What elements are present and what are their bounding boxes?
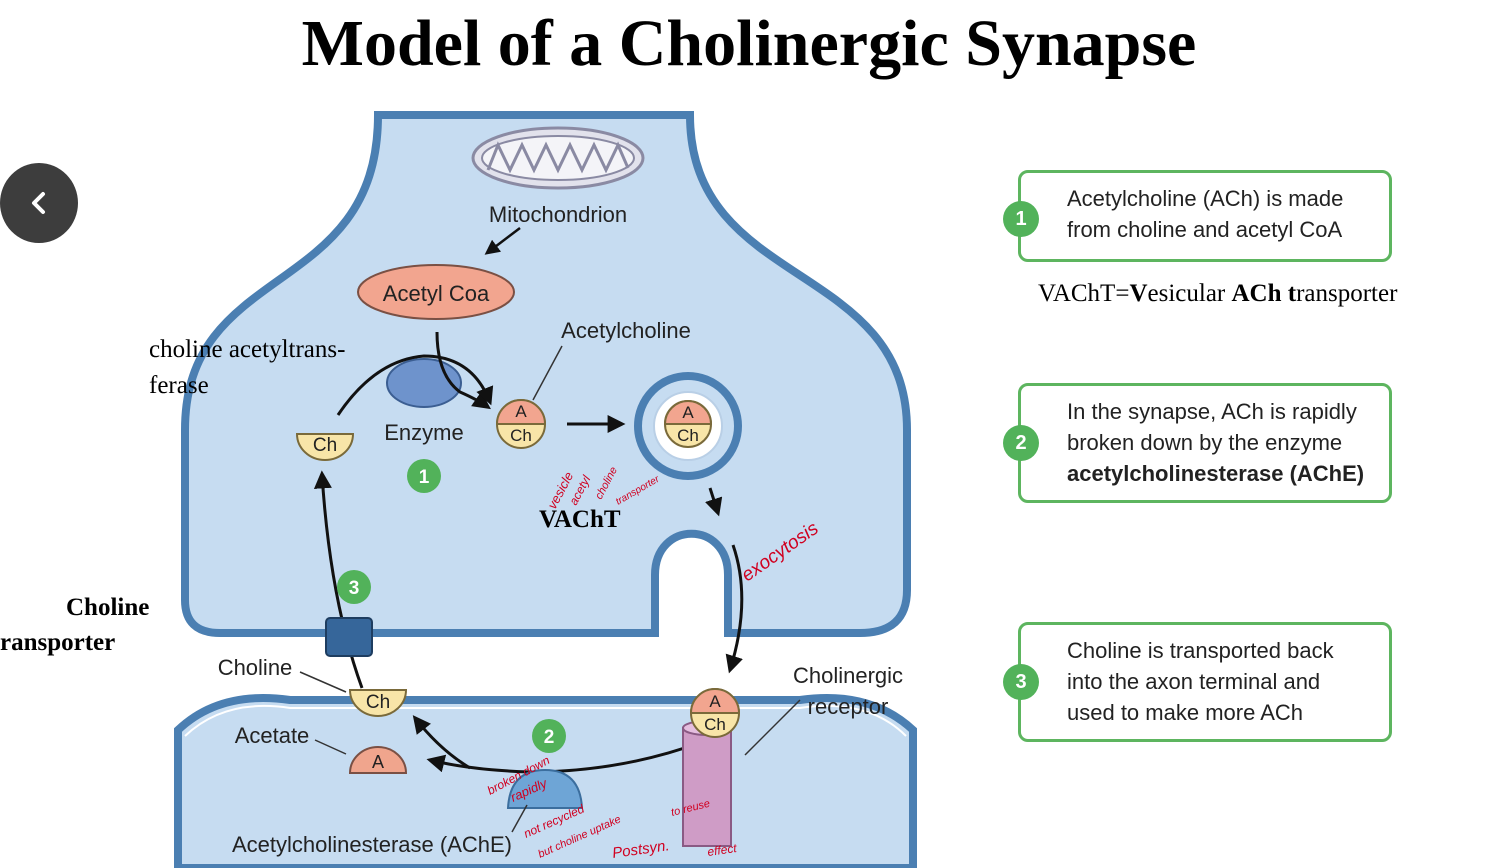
- choline-label: Choline: [218, 655, 293, 680]
- step-2-box: 2 In the synapse, ACh is rapidly broken …: [1003, 383, 1392, 503]
- vesicle-a-label: A: [682, 403, 694, 422]
- synaptic-vesicle: [634, 372, 742, 480]
- cholinergic-receptor: [682, 688, 741, 847]
- chat-label-line1: choline acetyltrans-: [149, 336, 346, 363]
- step-3-box: 3 Choline is transported back into the a…: [1003, 622, 1392, 742]
- page-title: Model of a Cholinergic Synapse: [301, 7, 1197, 80]
- receptor-ch-label: Ch: [704, 715, 726, 734]
- ache-enzyme: [506, 768, 584, 809]
- step-1-text: Acetylcholine (ACh) is made from choline…: [1067, 183, 1343, 245]
- acetate-molecule: [348, 746, 408, 774]
- acetyl-coa: [357, 264, 515, 320]
- ache-label: Acetylcholinesterase (AChE): [232, 832, 512, 857]
- chat-label-line2: ferase: [149, 372, 209, 399]
- choline-transporter: [325, 617, 373, 657]
- step-1-line-1: Acetylcholine (ACh) is made: [1067, 186, 1344, 211]
- acetylcholine-label: Acetylcholine: [561, 318, 691, 343]
- choline-extracellular: [348, 689, 408, 717]
- choline-molecule-label: Ch: [313, 435, 337, 456]
- step-3-line-3: used to make more ACh: [1067, 700, 1304, 725]
- vacht-label: VAChT: [539, 506, 621, 533]
- vesicle-ch-label: Ch: [677, 426, 699, 445]
- vacht-def-b3: t: [1287, 280, 1297, 307]
- back-button[interactable]: [0, 163, 78, 243]
- step-3-number: 3: [1003, 664, 1039, 700]
- step-2-marker-label: 2: [544, 727, 555, 748]
- ach-ch-label: Ch: [510, 426, 532, 445]
- vacht-def-b2: ACh: [1231, 280, 1282, 307]
- vacht-def-p4: ransporter: [1296, 280, 1398, 307]
- choline-transporter-label-1: Choline: [66, 594, 150, 621]
- acetate-molecule-label: A: [372, 752, 384, 772]
- vacht-def-p1: VAChT=: [1038, 280, 1130, 307]
- step-2-text: In the synapse, ACh is rapidly broken do…: [1067, 396, 1364, 489]
- step-1-marker: [407, 459, 441, 493]
- step-2-line-1: In the synapse, ACh is rapidly: [1067, 399, 1357, 424]
- step-2-line-2: broken down by the enzyme: [1067, 430, 1343, 455]
- presynaptic-terminal: [181, 111, 911, 637]
- acetate-label: Acetate: [235, 723, 310, 748]
- vacht-definition: VAChT=Vesicular ACh transporter: [1038, 280, 1397, 308]
- chevron-left-icon: [32, 192, 45, 214]
- step-1-line-2: from choline and acetyl CoA: [1067, 217, 1343, 242]
- ach-a-label: A: [515, 402, 527, 421]
- choline-extracellular-label: Ch: [366, 692, 390, 713]
- step-3-line-1: Choline is transported back: [1067, 638, 1334, 663]
- cholinergic-receptor-label-2: receptor: [808, 694, 889, 719]
- step-2-number: 2: [1003, 425, 1039, 461]
- mitochondrion: [471, 126, 645, 190]
- step-3-text: Choline is transported back into the axo…: [1067, 635, 1334, 728]
- choline-transporter-label-2: ransporter: [0, 629, 116, 656]
- step-1-box: 1 Acetylcholine (ACh) is made from choli…: [1003, 170, 1392, 262]
- step-3-marker-label: 3: [349, 578, 360, 599]
- enzyme-label: Enzyme: [384, 420, 463, 445]
- choline-molecule: [295, 433, 355, 461]
- cholinergic-receptor-label-1: Cholinergic: [793, 663, 903, 688]
- acetylcholine-molecule: [495, 399, 547, 449]
- step-1-marker-label: 1: [419, 467, 430, 488]
- step-3-line-2: into the axon terminal and: [1067, 669, 1321, 694]
- vacht-def-b1: V: [1129, 280, 1148, 307]
- step-2-marker: [532, 719, 566, 753]
- receptor-a-label: A: [709, 692, 721, 711]
- step-3-marker: [337, 570, 371, 604]
- mitochondrion-label: Mitochondrion: [489, 202, 627, 227]
- vacht-def-p2: esicular: [1147, 280, 1232, 307]
- step-2-line-3: acetylcholinesterase (AChE): [1067, 461, 1365, 486]
- acetyl-coa-label: Acetyl Coa: [383, 281, 490, 306]
- step-1-number: 1: [1003, 201, 1039, 237]
- hw-effect: effect: [706, 841, 738, 859]
